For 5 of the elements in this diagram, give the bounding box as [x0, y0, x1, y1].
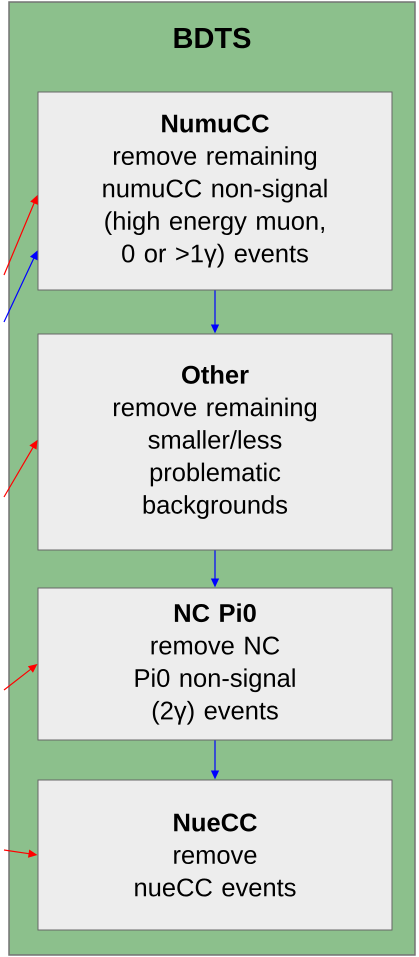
process-box: Other remove remaining smaller/less problematic backgrounds [38, 334, 392, 550]
process-box: NC Pi0 remove NC Pi0 non-signal (2γ) events [38, 588, 392, 740]
panel-title: BDTS [174, 28, 250, 48]
process-box: NumuCC remove remaining numuCC non-signal (high energy muon, 0 or >1γ) events [38, 92, 392, 290]
process-box: NueCC remove nueCC events [38, 779, 392, 930]
